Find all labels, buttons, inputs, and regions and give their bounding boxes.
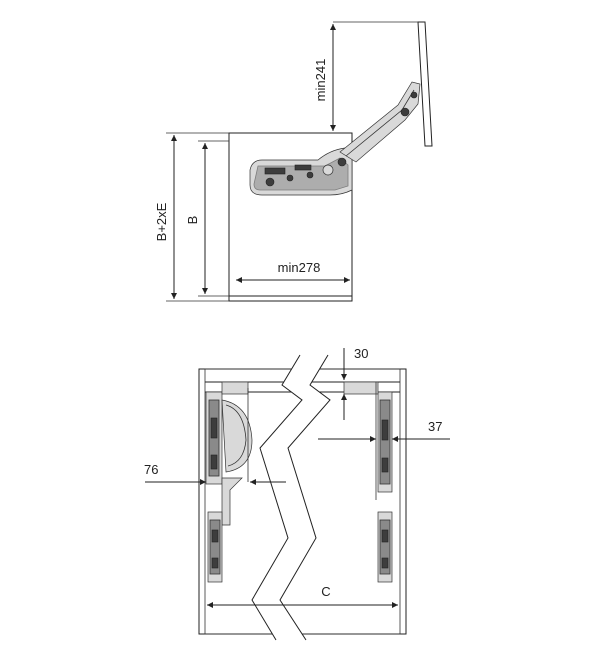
dim-label-c: C [321,584,330,599]
dim-depth: min278 [236,260,350,283]
dim-label-30: 30 [354,346,368,361]
flap-door [417,21,433,147]
dim-left: 76 [144,462,286,485]
dim-label-min241: min241 [313,59,328,102]
dim-right: 37 [318,419,450,442]
left-bracket [221,381,249,395]
dim-label-37: 37 [428,419,442,434]
right-bracket [343,381,379,395]
dim-total-height: B+2xE [154,132,229,302]
dim-label-b: B [185,216,200,225]
front-view: 30 37 76 C [144,346,450,641]
lift-mechanism [249,81,421,196]
break-gap [252,355,330,640]
dim-label-b2xe: B+2xE [154,202,169,241]
dim-height: B [185,140,229,297]
dim-top: 30 [341,346,368,420]
break-line-right [279,354,331,641]
right-hardware [343,381,393,583]
dim-label-76: 76 [144,462,158,477]
left-hardware [205,381,253,583]
side-view: min241 B+2xE B min278 [154,21,433,302]
dim-width: C [207,584,398,608]
lift-housing-left [221,399,253,473]
dim-label-min278: min278 [278,260,321,275]
dim-vertical-opening: min241 [313,21,418,131]
break-line-left [251,354,303,641]
